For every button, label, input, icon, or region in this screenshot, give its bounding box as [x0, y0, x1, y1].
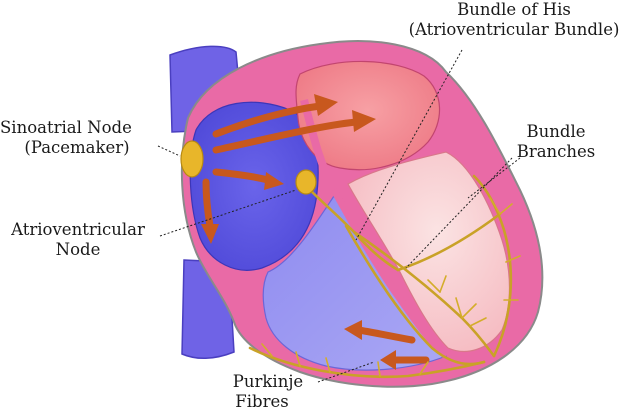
- arrowhead: [344, 320, 362, 340]
- right-bundle-branch: [344, 224, 486, 366]
- left-bundle-branch: [352, 230, 496, 358]
- arrow-sa-to-la-upper: [212, 102, 324, 138]
- purkinje-twig: [499, 203, 513, 215]
- sinoatrial-node: [180, 140, 204, 178]
- bottom-purkinje-branch: [248, 346, 486, 379]
- purkinje-twig: [295, 351, 301, 367]
- purkinje-twig: [505, 255, 521, 263]
- arrowhead: [352, 110, 376, 132]
- label-av-node-line2: Node: [56, 240, 101, 259]
- label-av-node-line1: Atrioventricular: [10, 220, 145, 239]
- outer-wall-branch: [472, 174, 513, 358]
- atrioventricular-node: [295, 169, 317, 195]
- leader-bundle-branches-2: [467, 157, 521, 199]
- interventricular-septum: [330, 188, 449, 359]
- purkinje-twig: [419, 361, 429, 375]
- label-bundle-branches-line2: Branches: [517, 142, 596, 161]
- purkinje-twig: [461, 303, 477, 319]
- purkinje-twig: [427, 279, 441, 293]
- label-bundle-his-line2: (Atrioventricular Bundle): [409, 20, 620, 39]
- purkinje-twig: [377, 361, 381, 377]
- conduction-arrows: [201, 94, 430, 370]
- purkinje-twig: [489, 197, 501, 215]
- purkinje-twig: [469, 317, 487, 327]
- purkinje-twig: [439, 275, 447, 293]
- label-bundle-his-line1: Bundle of His: [457, 0, 571, 19]
- conduction-pathway: [248, 174, 521, 379]
- left-atrium: [295, 60, 441, 171]
- leader-purkinje: [317, 361, 375, 383]
- purkinje-twig: [325, 357, 331, 373]
- label-purkinje-line1: Purkinje: [233, 372, 303, 391]
- arrowhead: [264, 172, 284, 190]
- leader-sa-node: [157, 145, 181, 157]
- arrow-sa-to-av: [212, 168, 272, 184]
- label-sa-node-line1: Sinoatrial Node: [0, 118, 132, 137]
- arrowhead: [314, 94, 338, 116]
- label-sa-node-line2: (Pacemaker): [24, 138, 129, 157]
- leader-bundle-his: [355, 49, 463, 241]
- arrow-sa-down: [202, 178, 214, 230]
- purkinje-twig: [455, 297, 463, 319]
- purkinje-twig: [261, 343, 273, 357]
- label-purkinje-line2: Fibres: [235, 392, 288, 409]
- arrowhead: [201, 224, 219, 244]
- leader-bundle-branches: [405, 157, 513, 269]
- right-atrium: [189, 101, 319, 271]
- label-bundle-branches-line1: Bundle: [527, 122, 586, 141]
- arrow-sa-to-la-lower: [212, 118, 360, 154]
- arrowhead: [380, 350, 396, 370]
- left-wall-branch: [396, 212, 502, 272]
